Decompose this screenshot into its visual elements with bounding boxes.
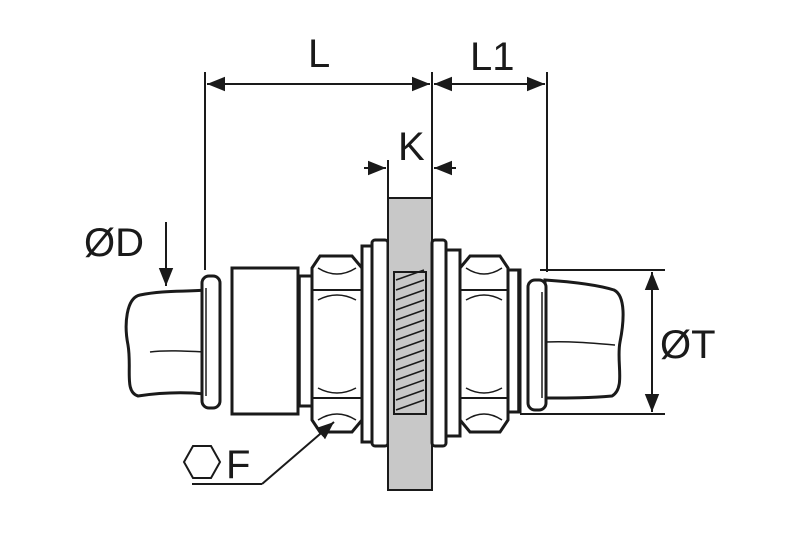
dimension-ot: ØT bbox=[520, 269, 716, 415]
dimension-l: L bbox=[204, 32, 433, 270]
panel-wall bbox=[387, 197, 433, 491]
label-ot: ØT bbox=[660, 323, 716, 367]
right-collet bbox=[526, 278, 548, 412]
right-flange bbox=[430, 238, 448, 448]
label-k: K bbox=[398, 125, 425, 169]
label-l1: L1 bbox=[470, 35, 515, 79]
left-collet bbox=[200, 274, 222, 410]
left-flange bbox=[370, 238, 390, 448]
right-body bbox=[506, 268, 522, 414]
left-hex-nut bbox=[310, 254, 364, 434]
dimension-od: ØD bbox=[84, 221, 174, 286]
left-tube bbox=[124, 288, 207, 398]
left-body bbox=[230, 266, 314, 416]
right-tube bbox=[543, 278, 625, 400]
dimension-l1: L1 bbox=[434, 35, 548, 272]
label-f: F bbox=[226, 443, 250, 487]
hexagon-icon bbox=[182, 445, 222, 479]
label-od: ØD bbox=[84, 221, 144, 265]
dimension-k: K bbox=[364, 125, 456, 198]
label-l: L bbox=[308, 32, 330, 76]
right-hex-nut bbox=[458, 254, 510, 434]
right-washer bbox=[444, 248, 462, 438]
dimension-f: F bbox=[182, 421, 335, 487]
